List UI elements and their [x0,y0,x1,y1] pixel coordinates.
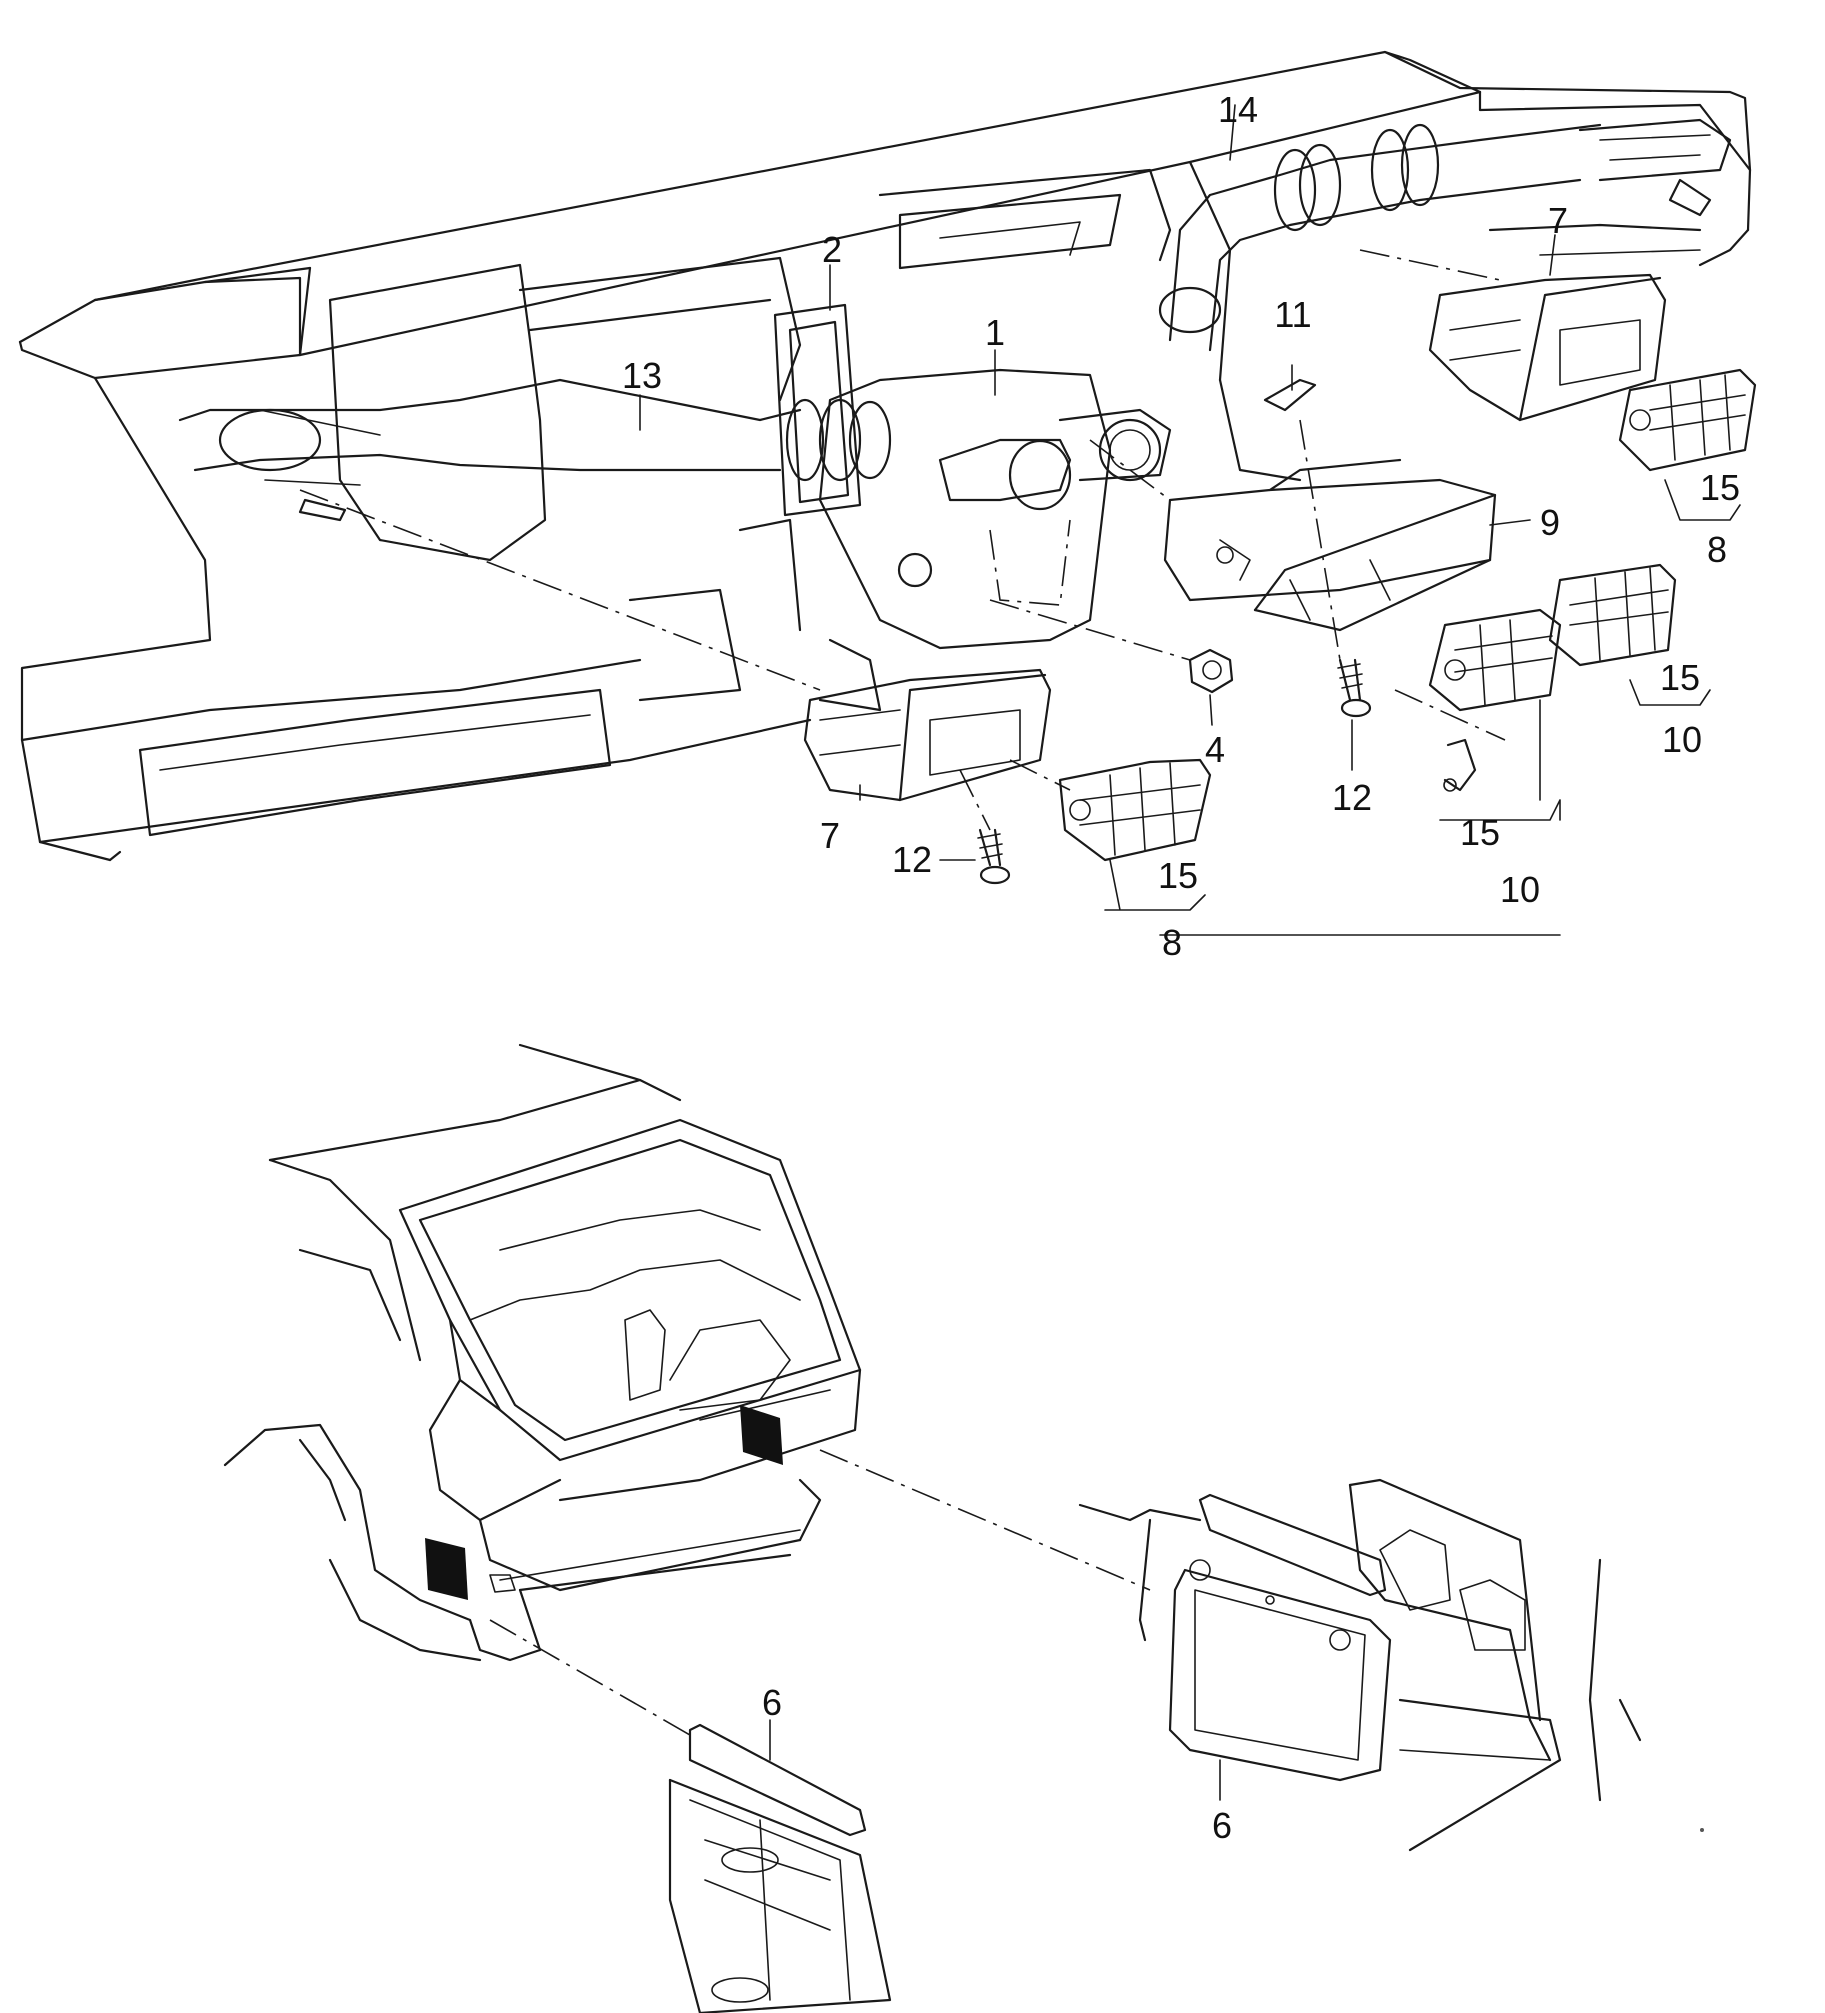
callout-labels: 14 2 7 11 1 13 15 9 8 15 4 10 12 7 15 12… [622,89,1740,1846]
vent-grille-right-lower [1548,563,1677,667]
callout-15-b: 15 [1660,657,1700,698]
callout-15-c: 15 [1460,812,1500,853]
screw-center [1337,658,1372,718]
stray-dot [1700,1828,1704,1832]
leader-lines-rear [489,1449,1151,1736]
callout-1: 1 [985,312,1005,353]
dashboard [18,50,1752,862]
callout-12-left: 12 [892,839,932,880]
nut-part [1188,648,1234,694]
vent-flap-left [668,1723,892,2013]
callout-4: 4 [1205,729,1225,770]
callout-2: 2 [822,229,842,270]
gasket-part [773,303,862,517]
vent-grille-left [1058,758,1212,862]
callout-15-a: 15 [1700,467,1740,508]
callout-10-center: 10 [1500,869,1540,910]
callout-9: 9 [1540,502,1560,543]
callout-14: 14 [1218,89,1258,130]
vent-grille-right-upper [1618,368,1757,472]
callout-8-left: 8 [1162,922,1182,963]
vent-flap-right [1168,1493,1392,1782]
screw-left [977,828,1011,885]
vent-housing-left [803,668,1052,802]
center-vent-housing [897,408,1172,588]
callout-15-d: 15 [1158,855,1198,896]
callout-leaders [639,104,1741,1801]
callout-7-left: 7 [820,815,840,856]
air-duct-left [178,378,892,522]
callout-6-left: 6 [762,1682,782,1723]
callout-8-right: 8 [1707,529,1727,570]
leader-lines [299,249,1506,831]
car-rear [223,1043,862,1662]
callout-10-right: 10 [1662,719,1702,760]
vent-housing-right [1428,273,1667,422]
callout-6-right: 6 [1212,1805,1232,1846]
body-panel-right [1078,1478,1642,1852]
clip-part-15 [1443,738,1477,792]
callout-12-center: 12 [1332,777,1372,818]
air-duct-right [1158,118,1732,352]
center-vent-bezel [1163,458,1497,632]
callout-13: 13 [622,355,662,396]
clip-part-11 [1263,378,1317,412]
vent-grille-center [1428,608,1562,712]
callout-7-right: 7 [1548,200,1568,241]
callout-11: 11 [1274,294,1311,335]
